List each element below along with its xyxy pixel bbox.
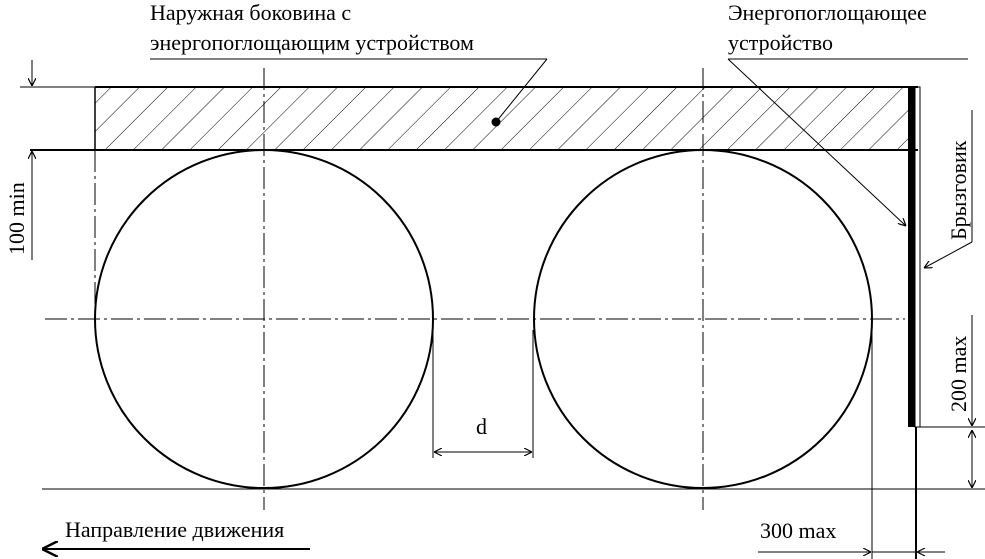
outer-sidewall-label-line2: энергопоглощающим устройством bbox=[150, 30, 474, 55]
mudguard-clearance-dimension bbox=[918, 315, 985, 488]
mudguard bbox=[908, 86, 921, 428]
mudguard-leader bbox=[924, 110, 973, 268]
horizontal-offset-label: 300 max bbox=[760, 518, 836, 543]
gap-label: d bbox=[476, 414, 487, 439]
energy-device-label-line1: Энергопоглощающее bbox=[728, 0, 927, 25]
gap-dimension bbox=[432, 330, 534, 458]
sidewall-height-label: 100 min bbox=[4, 182, 29, 255]
energy-device-leader bbox=[727, 58, 968, 226]
horizontal-offset-dimension bbox=[758, 319, 945, 559]
center-lines bbox=[45, 68, 905, 510]
mudguard-clearance-label: 200 max bbox=[946, 336, 971, 412]
outer-sidewall-leader bbox=[150, 58, 548, 127]
energy-device-label-line2: устройство bbox=[728, 30, 833, 55]
outer-sidewall bbox=[20, 86, 918, 151]
direction-label: Направление движения bbox=[65, 517, 284, 542]
outer-sidewall-label-line1: Наружная боковина с bbox=[150, 0, 351, 25]
mudguard-label: Брызговик bbox=[946, 140, 971, 240]
